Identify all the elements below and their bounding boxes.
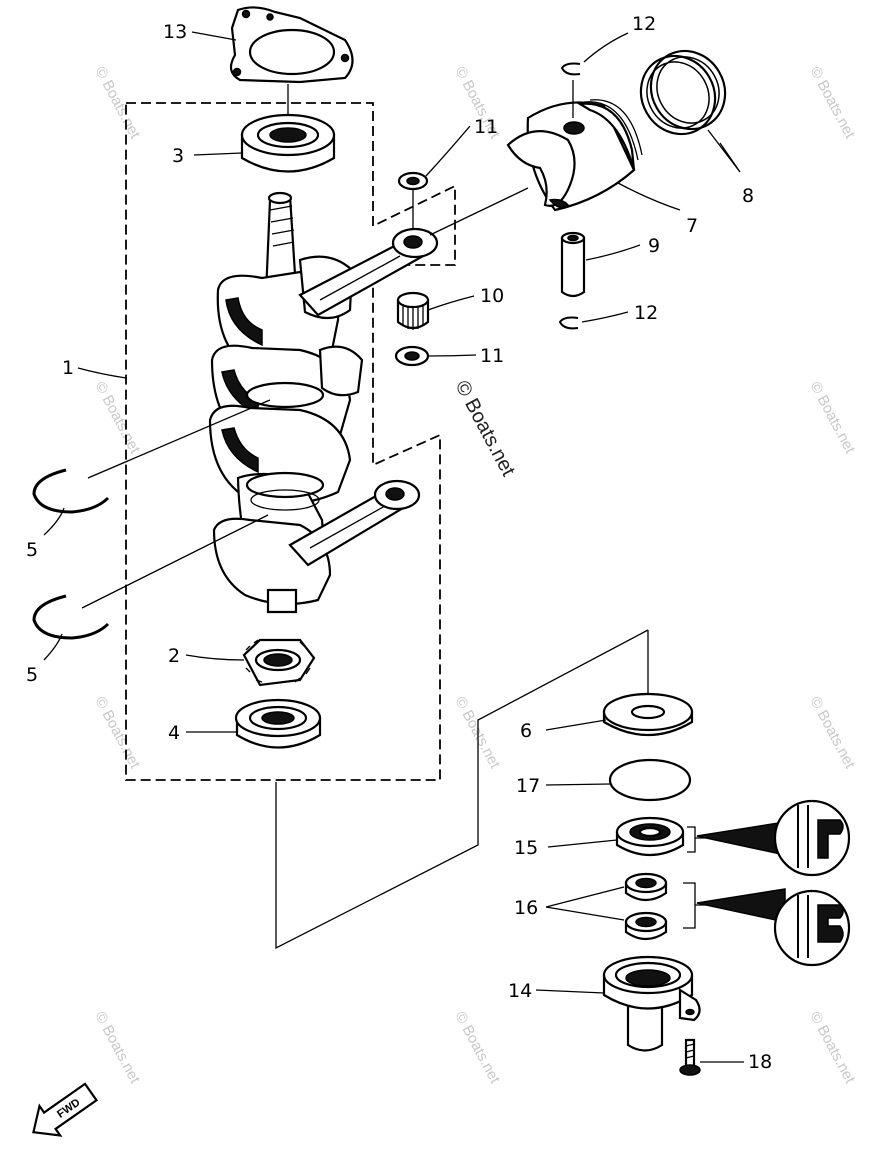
callout-15: 15 xyxy=(514,837,538,859)
callout-3: 3 xyxy=(172,145,184,167)
callout-9: 9 xyxy=(648,235,660,257)
seal-orientation-detail-15 xyxy=(687,799,851,877)
callout-14: 14 xyxy=(508,980,532,1002)
callout-5-upper: 5 xyxy=(26,539,38,561)
callout-7: 7 xyxy=(686,215,698,237)
part-18-bolt xyxy=(679,1038,701,1076)
callout-6: 6 xyxy=(520,720,532,742)
part-2-gear xyxy=(242,638,316,687)
part-7-piston xyxy=(506,99,643,212)
watermark-center: © Boats.net xyxy=(451,377,520,480)
watermark: © Boats.net xyxy=(806,379,858,457)
part-10-needle-bearing xyxy=(396,291,430,330)
part-13-gasket xyxy=(229,6,354,84)
part-8-piston-rings xyxy=(639,49,727,136)
watermarks: © Boats.net © Boats.net © Boats.net © Bo… xyxy=(91,64,858,1087)
part-16-oil-seal-lower xyxy=(624,911,668,941)
callout-8: 8 xyxy=(742,185,754,207)
part-17-o-ring xyxy=(608,758,692,802)
callout-12-lower: 12 xyxy=(634,302,658,324)
seal-orientation-detail-16 xyxy=(683,882,851,967)
part-16-oil-seal-upper xyxy=(624,872,668,902)
callout-10: 10 xyxy=(480,285,504,307)
callout-labels: 13 3 1 5 5 2 4 11 12 8 7 9 10 12 11 6 17… xyxy=(26,13,772,1073)
lower-connecting-rod xyxy=(288,479,421,567)
callout-16: 16 xyxy=(514,897,538,919)
callout-13: 13 xyxy=(163,21,187,43)
watermark: © Boats.net xyxy=(806,694,858,772)
leader-lines xyxy=(43,31,744,1063)
part-11-washer-upper xyxy=(397,171,429,191)
part-3-bearing xyxy=(240,113,336,173)
callout-1: 1 xyxy=(62,357,74,379)
callout-12-upper: 12 xyxy=(632,13,656,35)
callout-4: 4 xyxy=(168,722,180,744)
crankshaft xyxy=(208,191,364,614)
callout-2: 2 xyxy=(168,645,180,667)
callout-18: 18 xyxy=(748,1051,772,1073)
part-11-washer-lower xyxy=(394,345,430,367)
watermark: © Boats.net xyxy=(451,1009,503,1087)
callout-5-lower: 5 xyxy=(26,664,38,686)
part-4-bearing xyxy=(234,698,322,749)
callout-11-upper: 11 xyxy=(474,116,498,138)
watermark: © Boats.net xyxy=(806,1009,858,1087)
watermark: © Boats.net xyxy=(806,64,858,142)
watermark: © Boats.net xyxy=(91,694,143,772)
part-12-circlip-lower xyxy=(558,316,579,330)
part-12-circlip-upper xyxy=(560,62,581,76)
watermark: © Boats.net xyxy=(91,379,143,457)
part-5-circlip-lower xyxy=(32,594,110,640)
part-9-piston-pin xyxy=(560,231,586,298)
watermark: © Boats.net xyxy=(91,1009,143,1087)
part-5-circlip-upper xyxy=(32,468,110,514)
fwd-direction-arrow: FWD xyxy=(32,1082,99,1137)
assembly-line xyxy=(275,629,649,950)
part-14-housing xyxy=(602,955,701,1052)
callout-11-lower: 11 xyxy=(480,345,504,367)
upper-connecting-rod xyxy=(298,227,439,317)
part-6-washer xyxy=(602,692,694,737)
callout-17: 17 xyxy=(516,775,540,797)
part-15-oil-seal xyxy=(615,816,685,856)
